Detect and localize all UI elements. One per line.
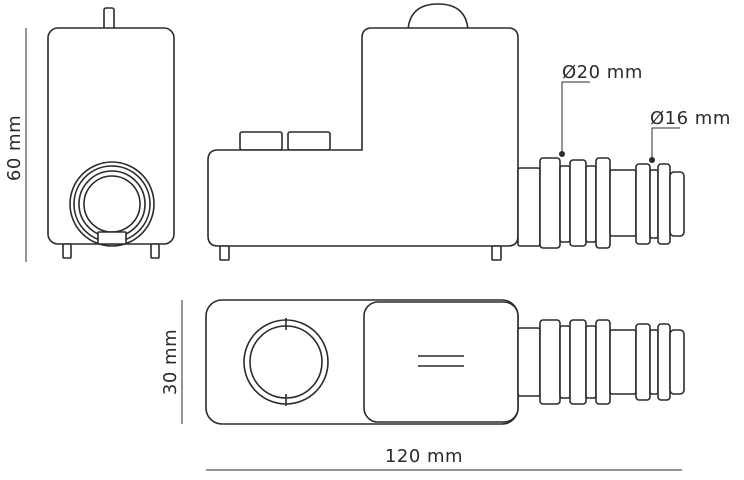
depth-dimension-label: 30 mm <box>160 329 181 395</box>
outer-diameter-callout: Ø20 mm <box>559 62 643 157</box>
inner-diameter-callout: Ø16 mm <box>649 108 731 163</box>
inner-diameter-label: Ø16 mm <box>650 108 731 129</box>
depth-dimension: 30 mm <box>160 300 183 424</box>
length-dimension-label: 120 mm <box>385 446 463 467</box>
front-view-connector <box>517 157 685 249</box>
height-dimension: 60 mm <box>4 28 27 262</box>
end-view-body <box>47 27 175 245</box>
length-dimension: 120 mm <box>206 446 682 471</box>
front-view-body <box>207 27 519 247</box>
end-view-foot-right <box>150 243 160 259</box>
top-view-pipe-hole <box>243 318 329 406</box>
top-view-connector <box>517 319 685 405</box>
outer-diameter-label: Ø20 mm <box>562 62 643 83</box>
front-view-dome <box>407 3 469 31</box>
front-view-foot-right <box>491 245 502 261</box>
end-view-top-pin <box>103 7 115 31</box>
front-view-button-right <box>287 131 331 151</box>
height-dimension-label: 60 mm <box>4 115 25 181</box>
end-view-connector <box>69 161 155 247</box>
top-view <box>205 299 685 425</box>
end-view <box>47 7 175 259</box>
front-view <box>207 3 685 261</box>
front-view-button-left <box>239 131 283 151</box>
front-view-foot-left <box>219 245 230 261</box>
top-view-tower <box>363 301 519 423</box>
end-view-foot-left <box>62 243 72 259</box>
